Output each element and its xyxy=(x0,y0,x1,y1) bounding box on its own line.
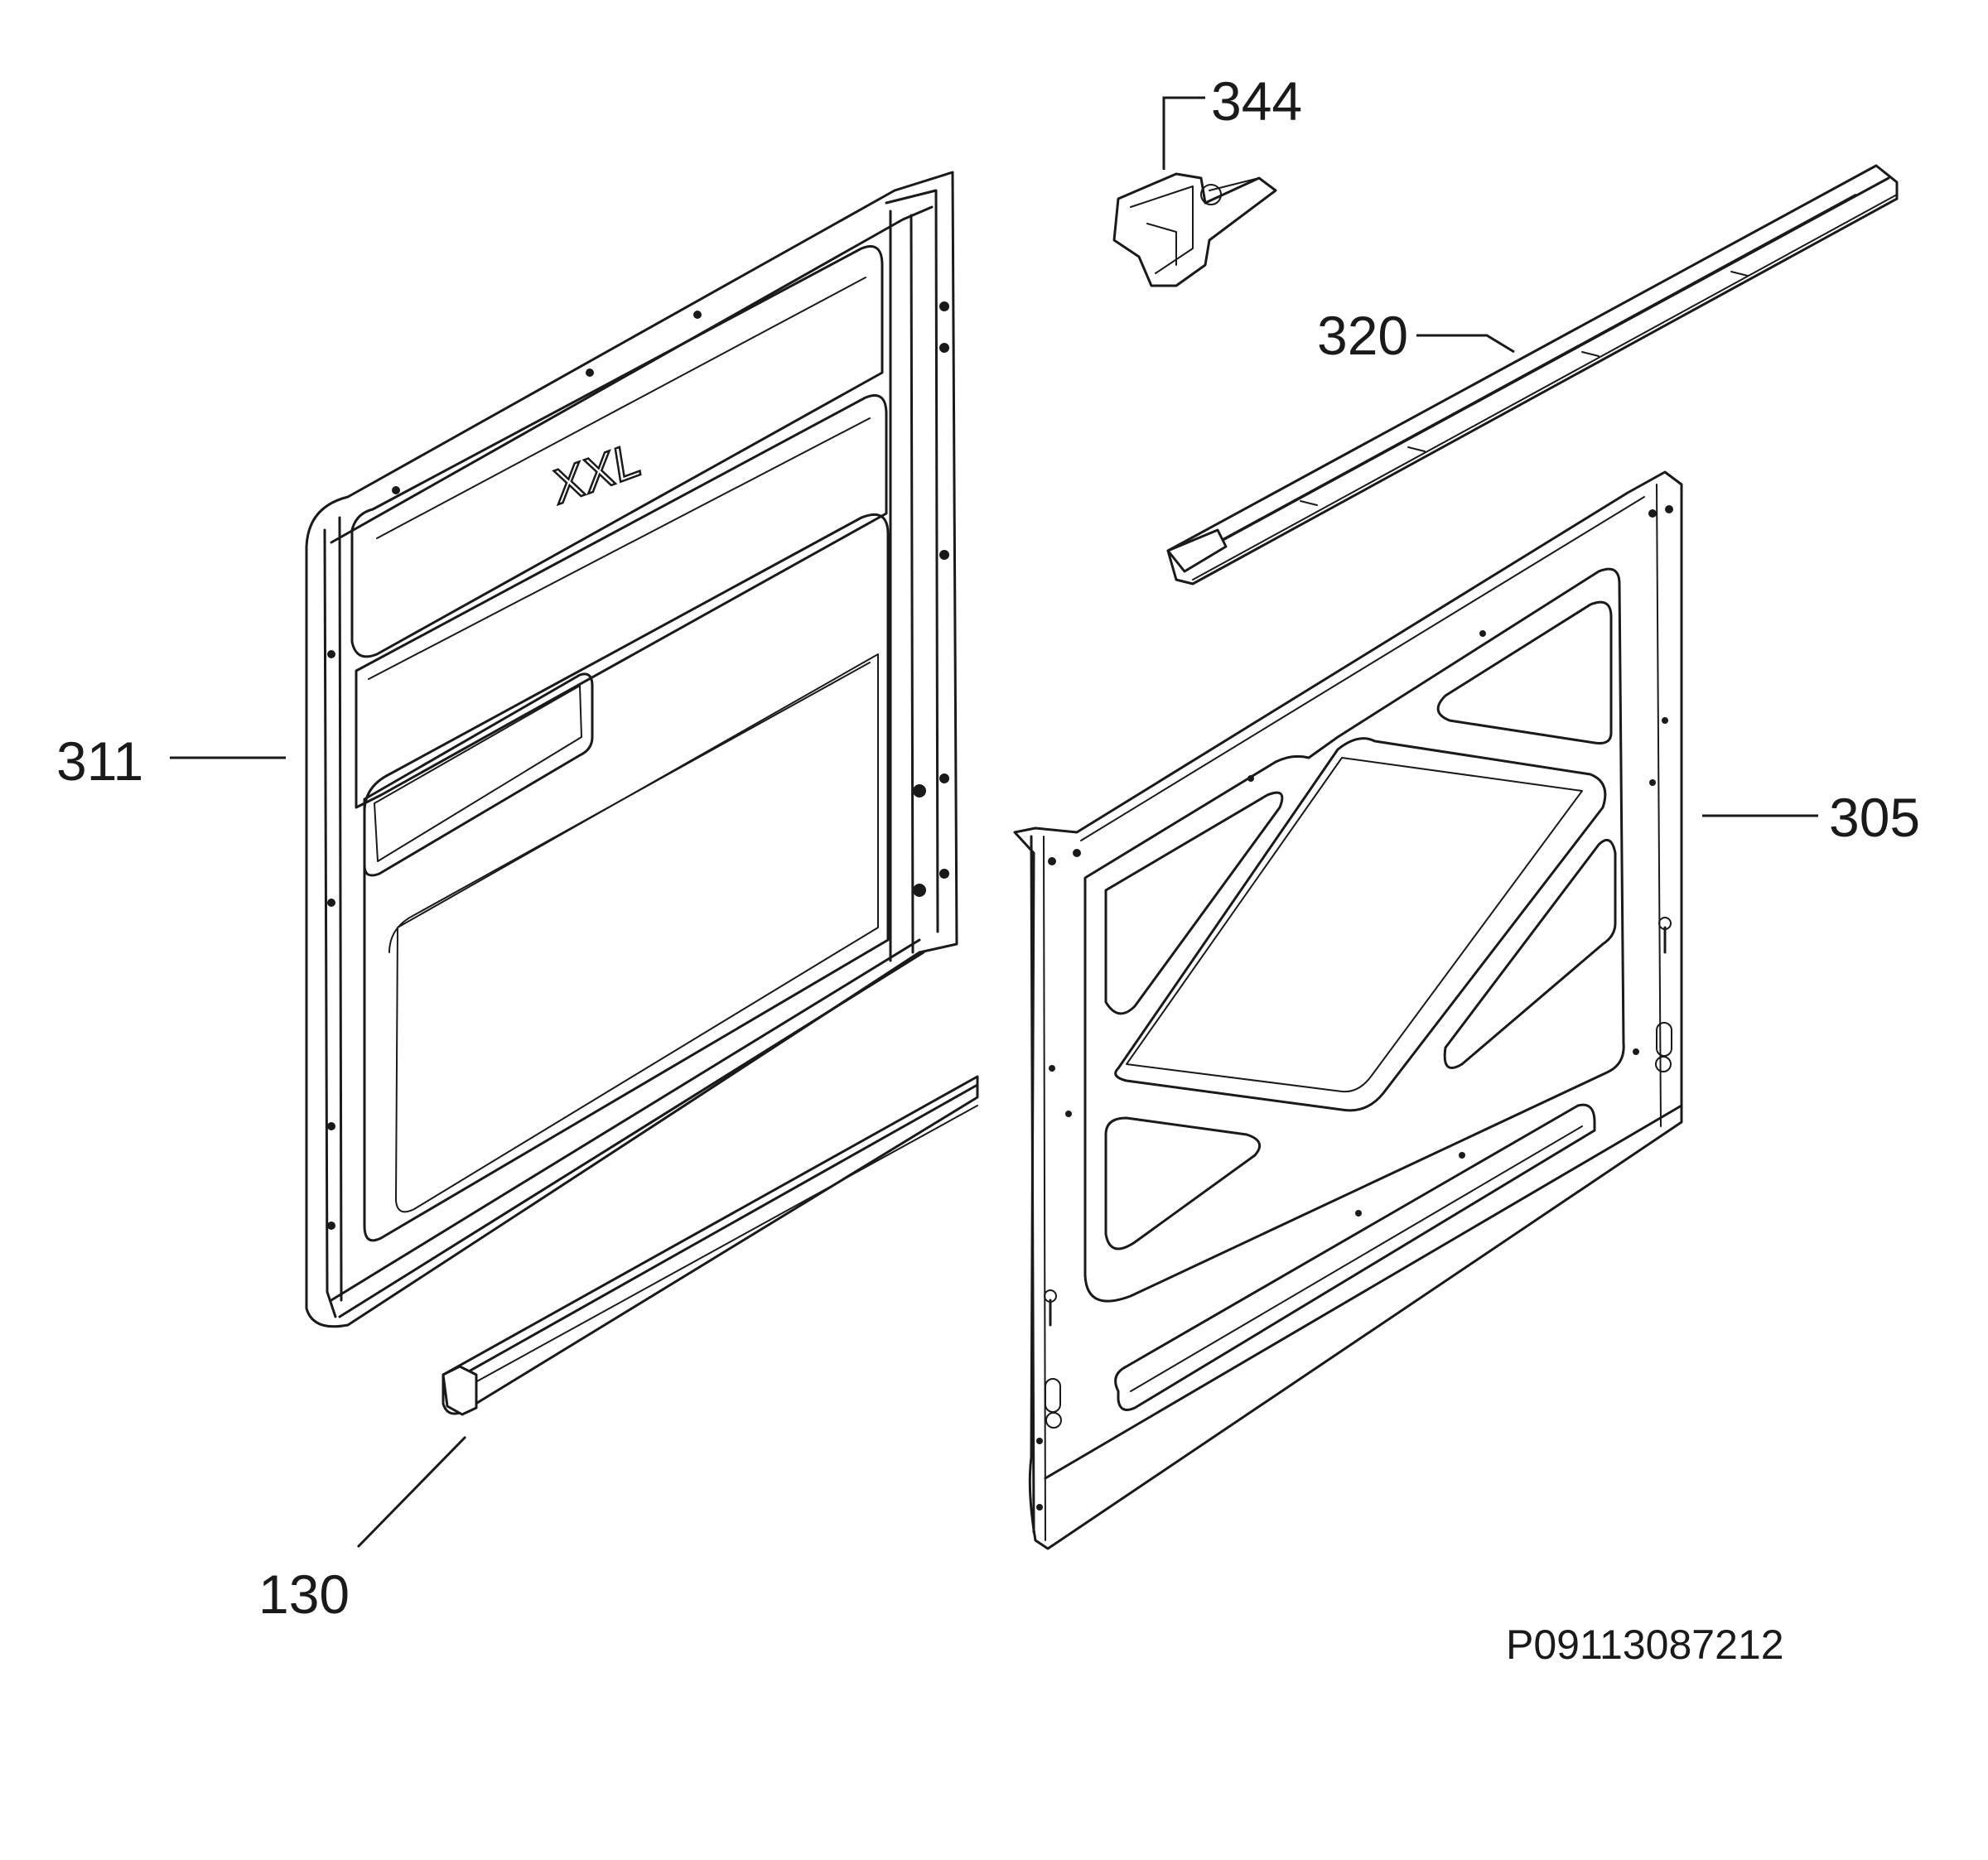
leader-130 xyxy=(356,1435,467,1549)
callout-320: 320 xyxy=(1317,305,1408,366)
callout-344: 344 xyxy=(1211,70,1302,132)
part-320-top-profile[interactable] xyxy=(1166,164,1899,585)
part-130-seal-strip[interactable] xyxy=(442,1075,979,1416)
callout-305: 305 xyxy=(1829,787,1920,848)
part-311-inner-door[interactable]: XXL xyxy=(305,171,958,1328)
part-344-lock[interactable] xyxy=(1112,172,1277,287)
callout-130: 130 xyxy=(258,1564,350,1625)
callout-311: 311 xyxy=(56,730,143,792)
leader-344 xyxy=(1162,96,1205,170)
part-305-outer-door[interactable] xyxy=(1013,470,1683,1550)
drawing-number: P09113087212 xyxy=(1506,1621,1784,1668)
leader-320 xyxy=(1416,334,1515,354)
